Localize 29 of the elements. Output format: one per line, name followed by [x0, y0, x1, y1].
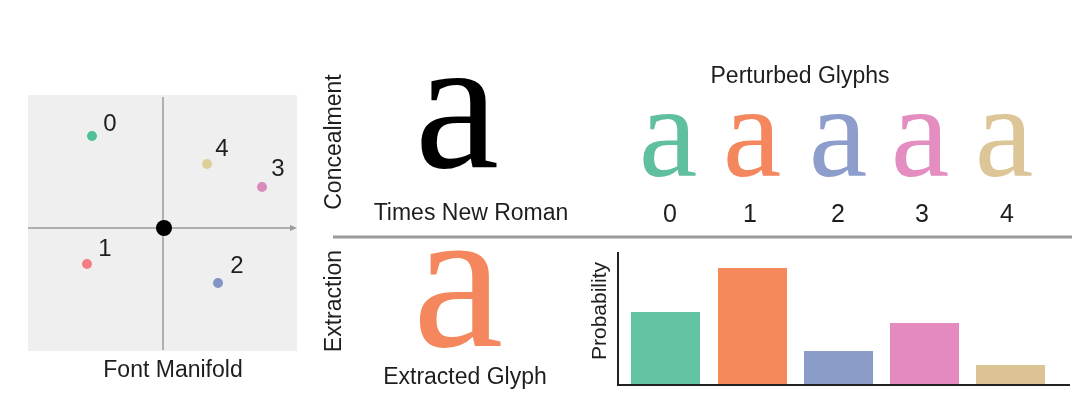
glyph-index: 2: [831, 200, 845, 226]
glyph-sample: a: [890, 114, 950, 178]
panel-caption: Font Manifold: [103, 357, 243, 381]
probability-bar: [718, 268, 787, 384]
glyph-sample: a: [722, 114, 782, 178]
row-label: Concealment: [321, 74, 345, 210]
row-label: Extraction: [321, 249, 345, 353]
glyph-caption: Extracted Glyph: [383, 364, 547, 388]
glyph-index: 1: [743, 200, 757, 226]
glyph-sample: a: [638, 114, 698, 178]
axis-title: Probability: [587, 261, 609, 361]
glyph-index: 3: [915, 200, 929, 226]
point-label: 4: [215, 136, 229, 160]
glyph-caption: Times New Roman: [373, 200, 569, 224]
glyph-sample: a: [414, 78, 500, 170]
point-label: 2: [230, 253, 244, 277]
point-label: 1: [98, 236, 112, 260]
probability-bar: [976, 365, 1045, 384]
group-heading: Perturbed Glyphs: [710, 63, 890, 87]
probability-bar: [890, 323, 959, 384]
glyph-sample: a: [808, 114, 868, 178]
glyph-index: 0: [663, 200, 677, 226]
probability-bar: [631, 312, 700, 384]
point-label: 3: [271, 156, 285, 180]
glyph-sample: a: [412, 250, 504, 348]
glyph-sample: a: [974, 114, 1034, 178]
point-label: 0: [103, 111, 117, 135]
probability-bar: [804, 351, 873, 384]
glyph-index: 4: [1000, 200, 1014, 226]
